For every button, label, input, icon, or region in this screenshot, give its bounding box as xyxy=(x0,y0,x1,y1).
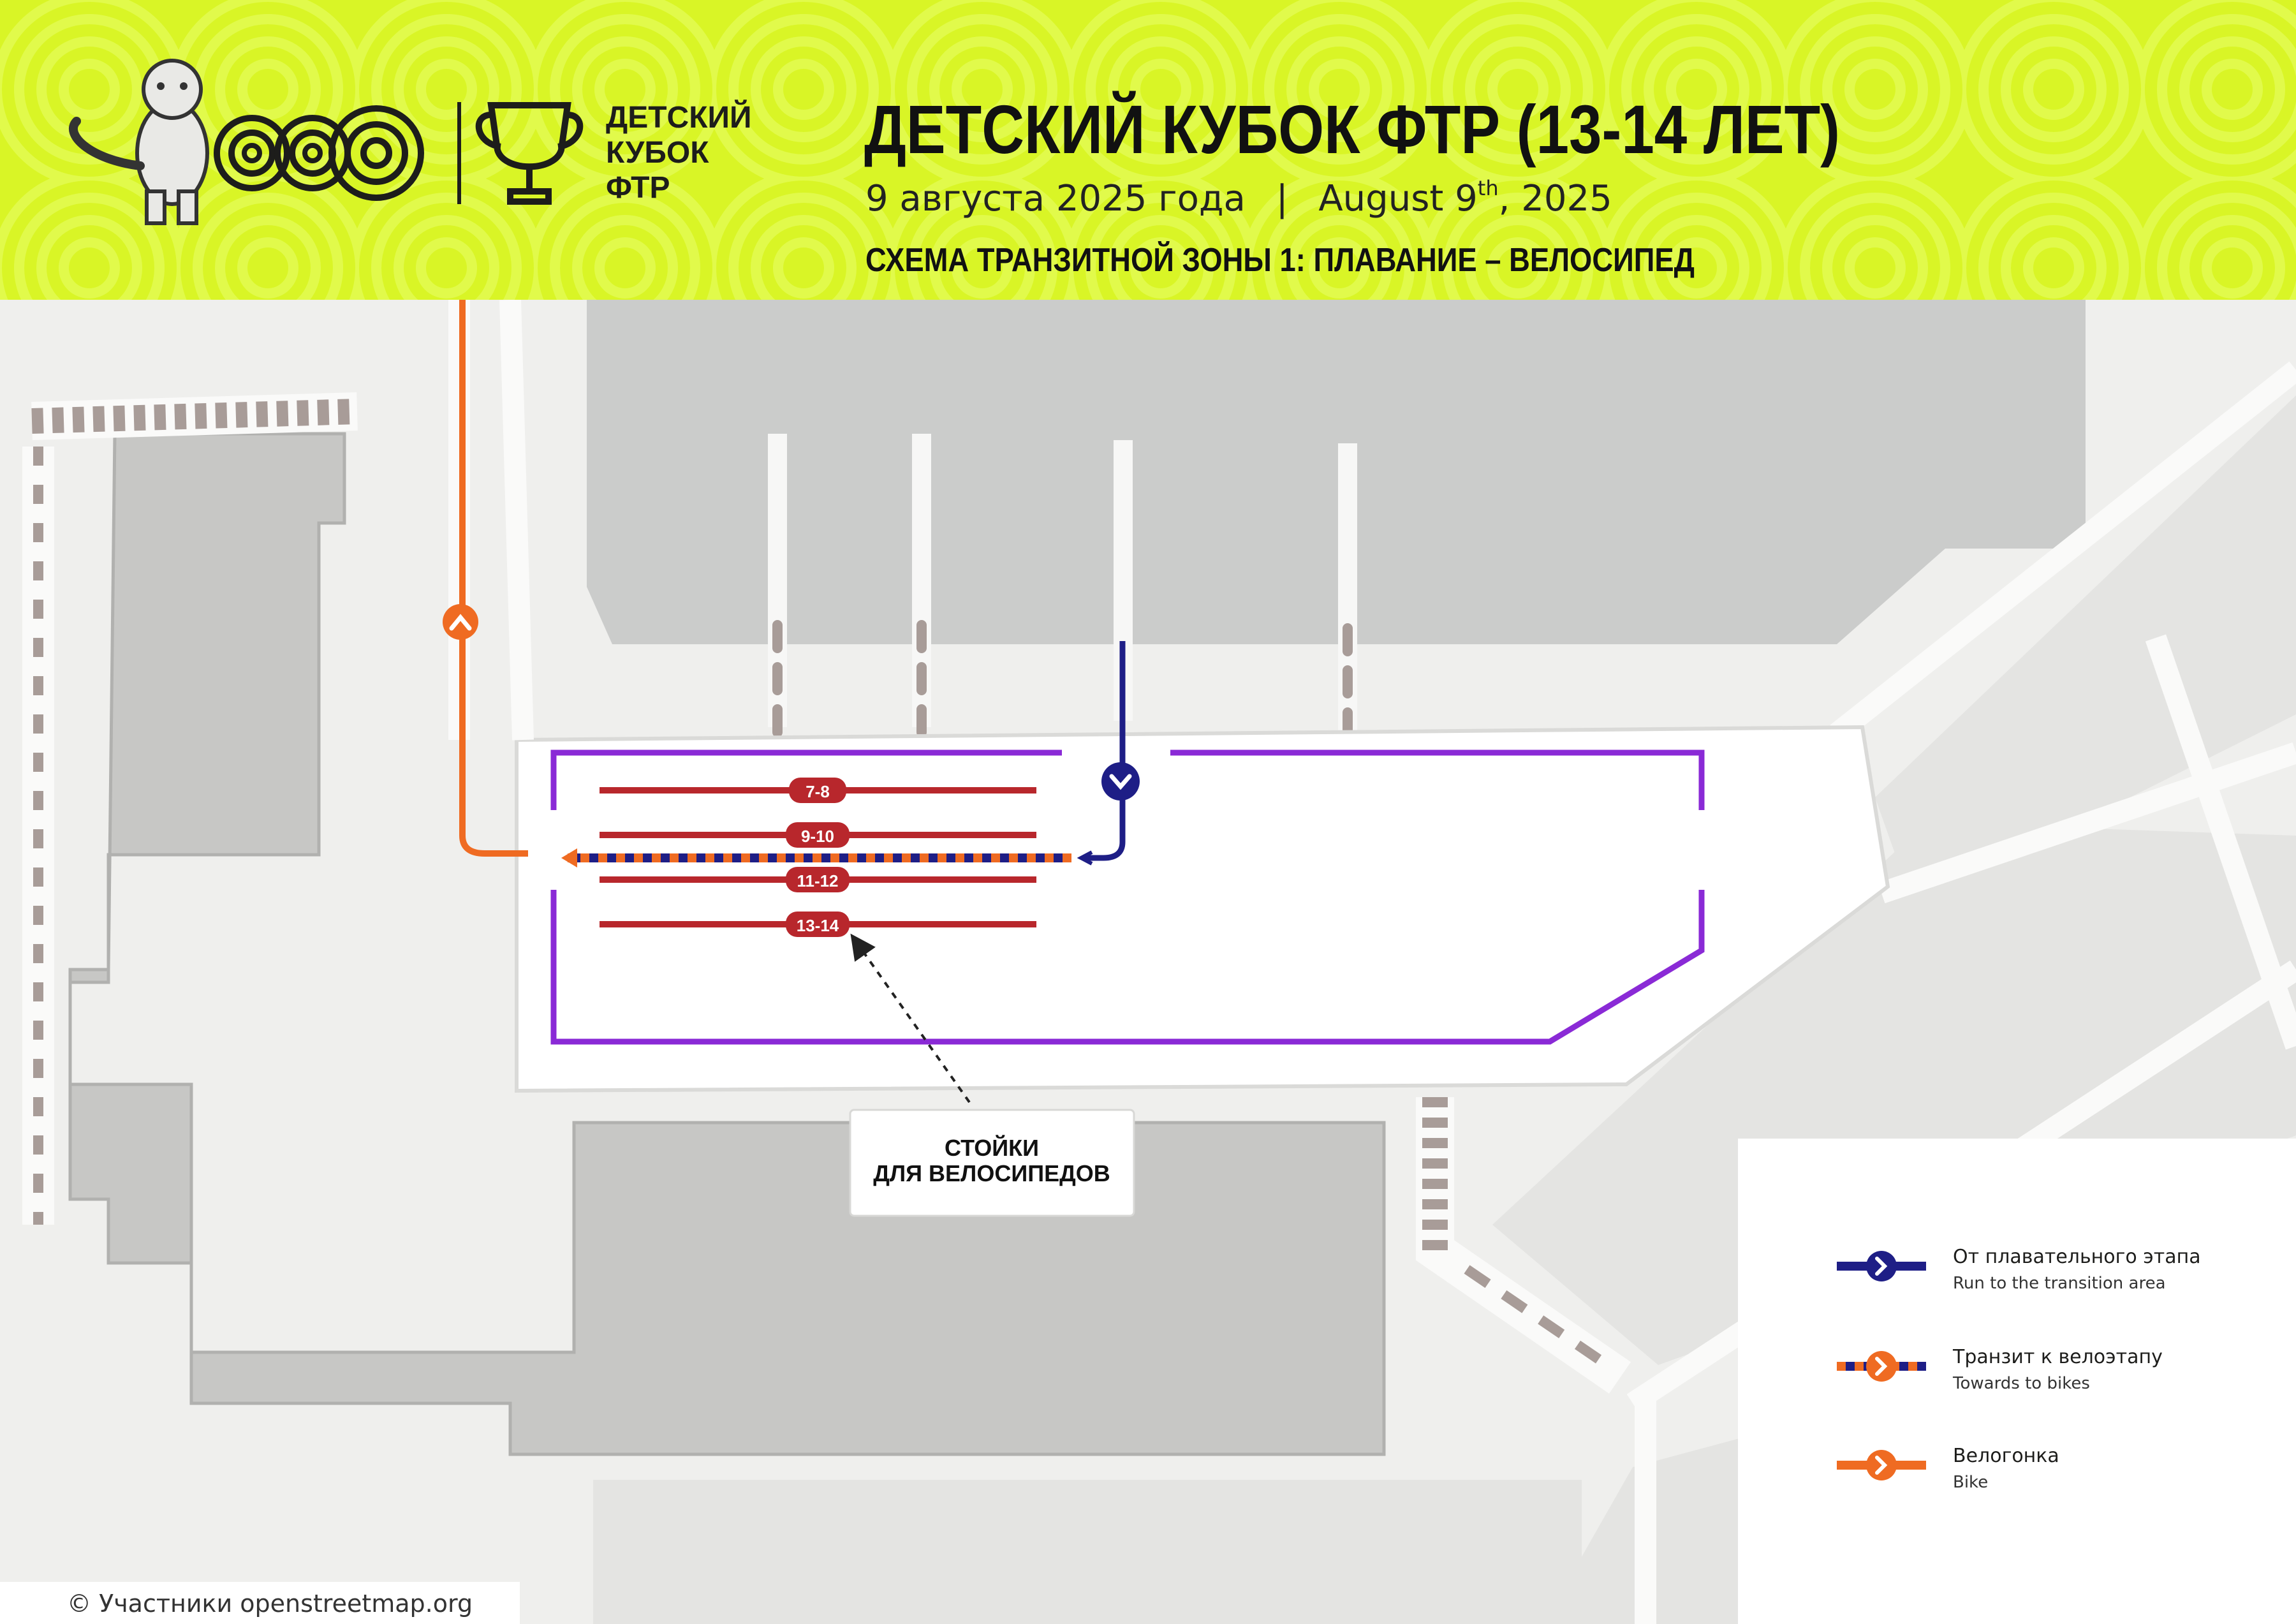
transit-marker-icon xyxy=(1866,1351,1897,1382)
svg-text:7-8: 7-8 xyxy=(806,782,830,801)
swim-marker-icon xyxy=(1866,1251,1897,1281)
legend-item-swim: От плавательного этапа Run to the transi… xyxy=(1837,1246,2201,1293)
bike-racks-callout: СТОЙКИ ДЛЯ ВЕЛОСИПЕДОВ xyxy=(849,1109,1135,1217)
copyright-box: © Участники openstreetmap.org xyxy=(0,1582,520,1624)
triathlon-rings-icon xyxy=(214,105,424,201)
date-en-sup: th xyxy=(1478,176,1499,200)
page-subtitle: СХЕМА ТРАНЗИТНОЙ ЗОНЫ 1: ПЛАВАНИЕ – ВЕЛО… xyxy=(865,241,1695,279)
page-title: ДЕТСКИЙ КУБОК ФТР (13-14 ЛЕТ) xyxy=(864,91,1840,168)
cup-icon xyxy=(475,102,584,205)
footpaths xyxy=(22,392,1631,1394)
rack-label-9-10: 9-10 xyxy=(786,822,850,848)
plaza xyxy=(515,725,1890,1093)
legend-item-bike: Велогонка Bike xyxy=(1837,1445,2059,1492)
legend-transit-title: Транзит к велоэтапу xyxy=(1952,1346,2163,1368)
bike-direction-icon xyxy=(443,604,478,640)
legend-bike-title: Велогонка xyxy=(1953,1445,2059,1467)
lower-area xyxy=(593,1480,1582,1624)
header-pattern xyxy=(0,0,2296,300)
date-en-prefix: August 9 xyxy=(1318,178,1477,219)
legend-bike-subtitle: Bike xyxy=(1953,1473,1988,1492)
water-basin xyxy=(587,300,2086,644)
rack-label-13-14: 13-14 xyxy=(786,912,850,937)
date-ru: 9 августа 2025 года xyxy=(865,178,1246,219)
transit-route xyxy=(561,848,1071,867)
rack-label-11-12: 11-12 xyxy=(786,867,850,892)
legend-swim-title: От плавательного этапа xyxy=(1953,1246,2201,1268)
pier-dashes xyxy=(772,620,1353,745)
date-line: 9 августа 2025 года | August 9th, 2025 xyxy=(865,176,1612,219)
rack-labels: 7-8 9-10 11-12 13-14 xyxy=(786,778,850,937)
callout-line-2: ДЛЯ ВЕЛОСИПЕДОВ xyxy=(873,1160,1110,1186)
bike-route xyxy=(459,300,528,857)
svg-text:13-14: 13-14 xyxy=(797,916,839,935)
svg-text:11-12: 11-12 xyxy=(797,871,838,890)
brand-text: ДЕТСКИЙ КУБОК ФТР xyxy=(606,100,752,205)
legend-swim-subtitle: Run to the transition area xyxy=(1953,1274,2166,1293)
leopard-mascot-icon xyxy=(68,59,209,225)
brand-line-3: ФТР xyxy=(606,171,670,205)
bike-marker-icon xyxy=(1866,1450,1897,1480)
date-en-suffix: , 2025 xyxy=(1499,178,1612,219)
copyright-text: © Участники openstreetmap.org xyxy=(67,1590,473,1618)
svg-text:9-10: 9-10 xyxy=(801,827,834,846)
swim-route xyxy=(1084,641,1126,861)
date-separator: | xyxy=(1276,178,1288,219)
rack-label-7-8: 7-8 xyxy=(789,778,846,803)
transition-zone-boundary xyxy=(550,749,1705,1045)
callout-line-1: СТОЙКИ xyxy=(945,1134,1039,1161)
legend-transit-subtitle: Towards to bikes xyxy=(1952,1374,2090,1393)
brand-line-2: КУБОК xyxy=(606,136,709,170)
swim-direction-icon xyxy=(1101,762,1140,801)
legend-item-transit: Транзит к велоэтапу Towards to bikes xyxy=(1837,1346,2163,1393)
legend: От плавательного этапа Run to the transi… xyxy=(1738,1139,2296,1624)
brand-line-1: ДЕТСКИЙ xyxy=(606,100,752,135)
